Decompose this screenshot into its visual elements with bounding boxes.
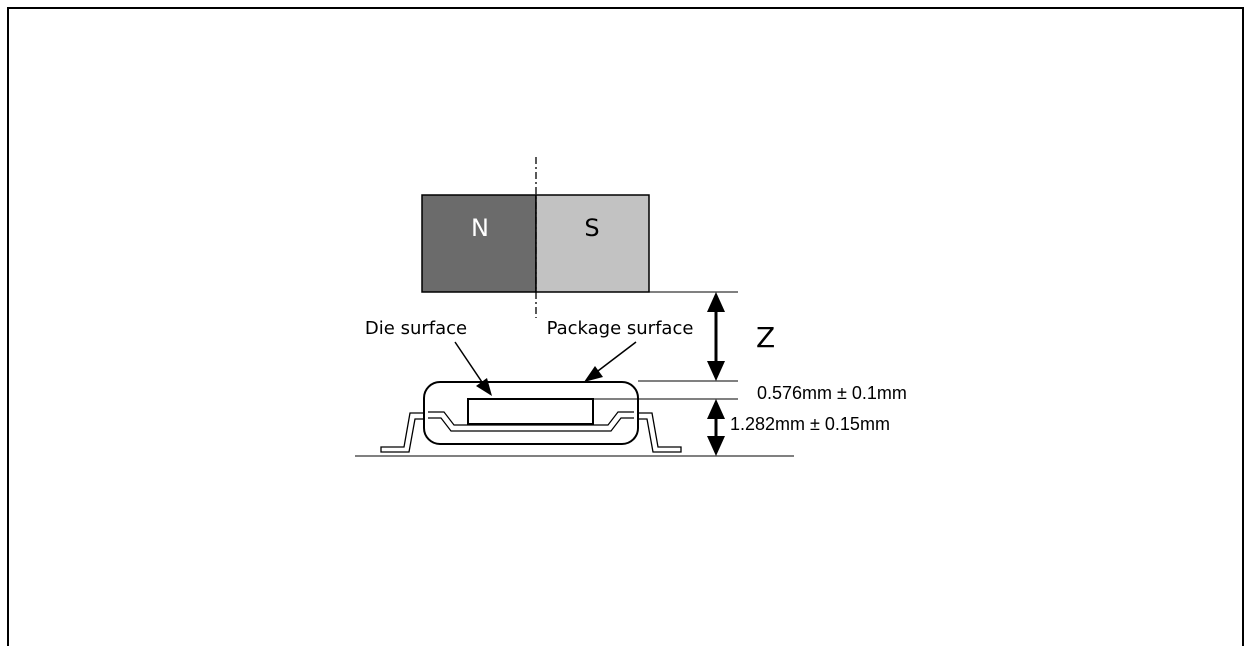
package-height-arrow	[707, 399, 725, 456]
south-pole-label: S	[584, 214, 599, 242]
south-pole	[535, 194, 650, 293]
north-pole	[421, 194, 537, 293]
magnet: N S	[421, 194, 650, 293]
package-height-dimension: 1.282mm ± 0.15mm	[730, 414, 890, 434]
package-surface-arrowhead	[584, 366, 603, 382]
page-frame	[7, 7, 1244, 646]
z-distance-label: Z	[756, 321, 775, 354]
die-surface-arrowhead	[476, 378, 492, 396]
package-surface-label: Package surface	[547, 318, 694, 339]
north-pole-label: N	[471, 214, 489, 242]
die-depth-dimension: 0.576mm ± 0.1mm	[757, 383, 907, 403]
die	[467, 398, 594, 425]
package-leads	[380, 412, 682, 453]
z-dimension-arrow	[707, 292, 725, 381]
die-surface-label: Die surface	[365, 318, 467, 339]
